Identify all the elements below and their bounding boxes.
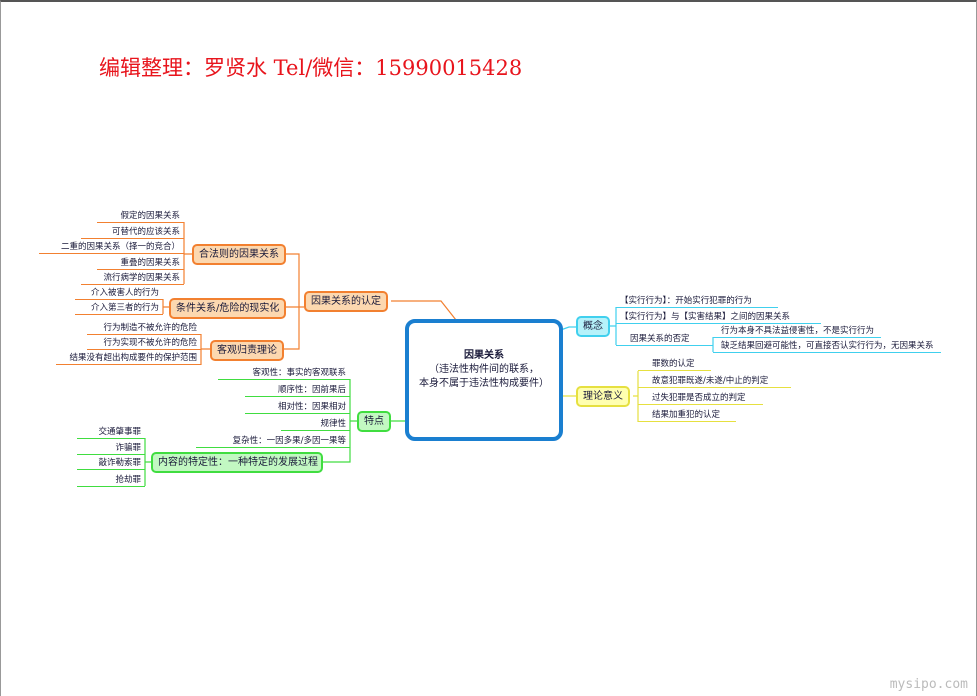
leaf[interactable]: 相对性：因果相对 (245, 402, 350, 414)
leaf[interactable]: 假定的因果关系 (97, 211, 184, 223)
leaf[interactable]: 敲诈勒索罪 (77, 458, 145, 470)
leaf[interactable]: 介入第三者的行为 (75, 303, 163, 315)
topic-causation-determination[interactable]: 因果关系的认定 (304, 291, 388, 312)
topic-significance[interactable]: 理论意义 (576, 386, 630, 407)
leaf[interactable]: 缺乏结果回避可能性，可直接否认实行行为，无因果关系 (713, 341, 941, 353)
topic-objective-imputation[interactable]: 客观归责理论 (210, 340, 284, 361)
leaf[interactable]: 结果没有超出构成要件的保护范围 (56, 353, 201, 365)
leaf[interactable]: 复杂性：一因多果/多因一果等 (196, 436, 350, 448)
leaf[interactable]: 介入被害人的行为 (75, 288, 163, 300)
leaf[interactable]: 流行病学的因果关系 (81, 273, 184, 285)
leaf[interactable]: 【实行行为】与【实害结果】之间的因果关系 (616, 312, 821, 324)
topic-specific-content[interactable]: 内容的特定性：一种特定的发展过程 (151, 452, 323, 473)
topic-condition-relation[interactable]: 条件关系/危险的现实化 (169, 298, 287, 319)
central-topic-title: 因果关系 (464, 350, 504, 361)
leaf[interactable]: 交通肇事罪 (77, 427, 145, 439)
leaf[interactable]: 可替代的应该关系 (81, 227, 184, 239)
leaf[interactable]: 行为实现不被允许的危险 (87, 338, 201, 350)
topic-concept[interactable]: 概念 (576, 316, 610, 337)
central-topic-line2: 本身不属于违法性构成要件） (419, 378, 549, 389)
leaf[interactable]: 行为制造不被允许的危险 (87, 323, 201, 335)
central-topic-line1: （违法性构件间的联系， (429, 364, 539, 375)
leaf[interactable]: 【实行行为】：开始实行犯罪的行为 (616, 296, 778, 308)
leaf[interactable]: 诈骗罪 (77, 443, 145, 455)
leaf[interactable]: 顺序性：因前果后 (245, 385, 350, 397)
leaf[interactable]: 因果关系的否定 (616, 334, 713, 346)
leaf[interactable]: 抢劫罪 (77, 475, 145, 487)
leaf[interactable]: 结果加重犯的认定 (638, 410, 736, 422)
leaf[interactable]: 过失犯罪是否成立的判定 (638, 393, 763, 405)
leaf[interactable]: 行为本身不具法益侵害性，不是实行行为 (713, 326, 881, 338)
watermark: mysipo.com (889, 677, 968, 692)
editor-title: 编辑整理：罗贤水 Tel/微信：15990015428 (99, 56, 523, 80)
leaf[interactable]: 故意犯罪既遂/未遂/中止的判定 (638, 376, 791, 388)
topic-features[interactable]: 特点 (357, 411, 391, 432)
leaf[interactable]: 重叠的因果关系 (97, 258, 184, 270)
leaf[interactable]: 罪数的认定 (638, 359, 711, 371)
leaf[interactable]: 二重的因果关系（择一的竞合） (39, 242, 184, 254)
central-topic[interactable]: 因果关系 （违法性构件间的联系， 本身不属于违法性构成要件） (405, 319, 563, 441)
leaf[interactable]: 规律性 (281, 419, 350, 431)
leaf[interactable]: 客观性：事实的客观联系 (218, 368, 350, 380)
topic-lawful-causation[interactable]: 合法则的因果关系 (192, 244, 286, 265)
